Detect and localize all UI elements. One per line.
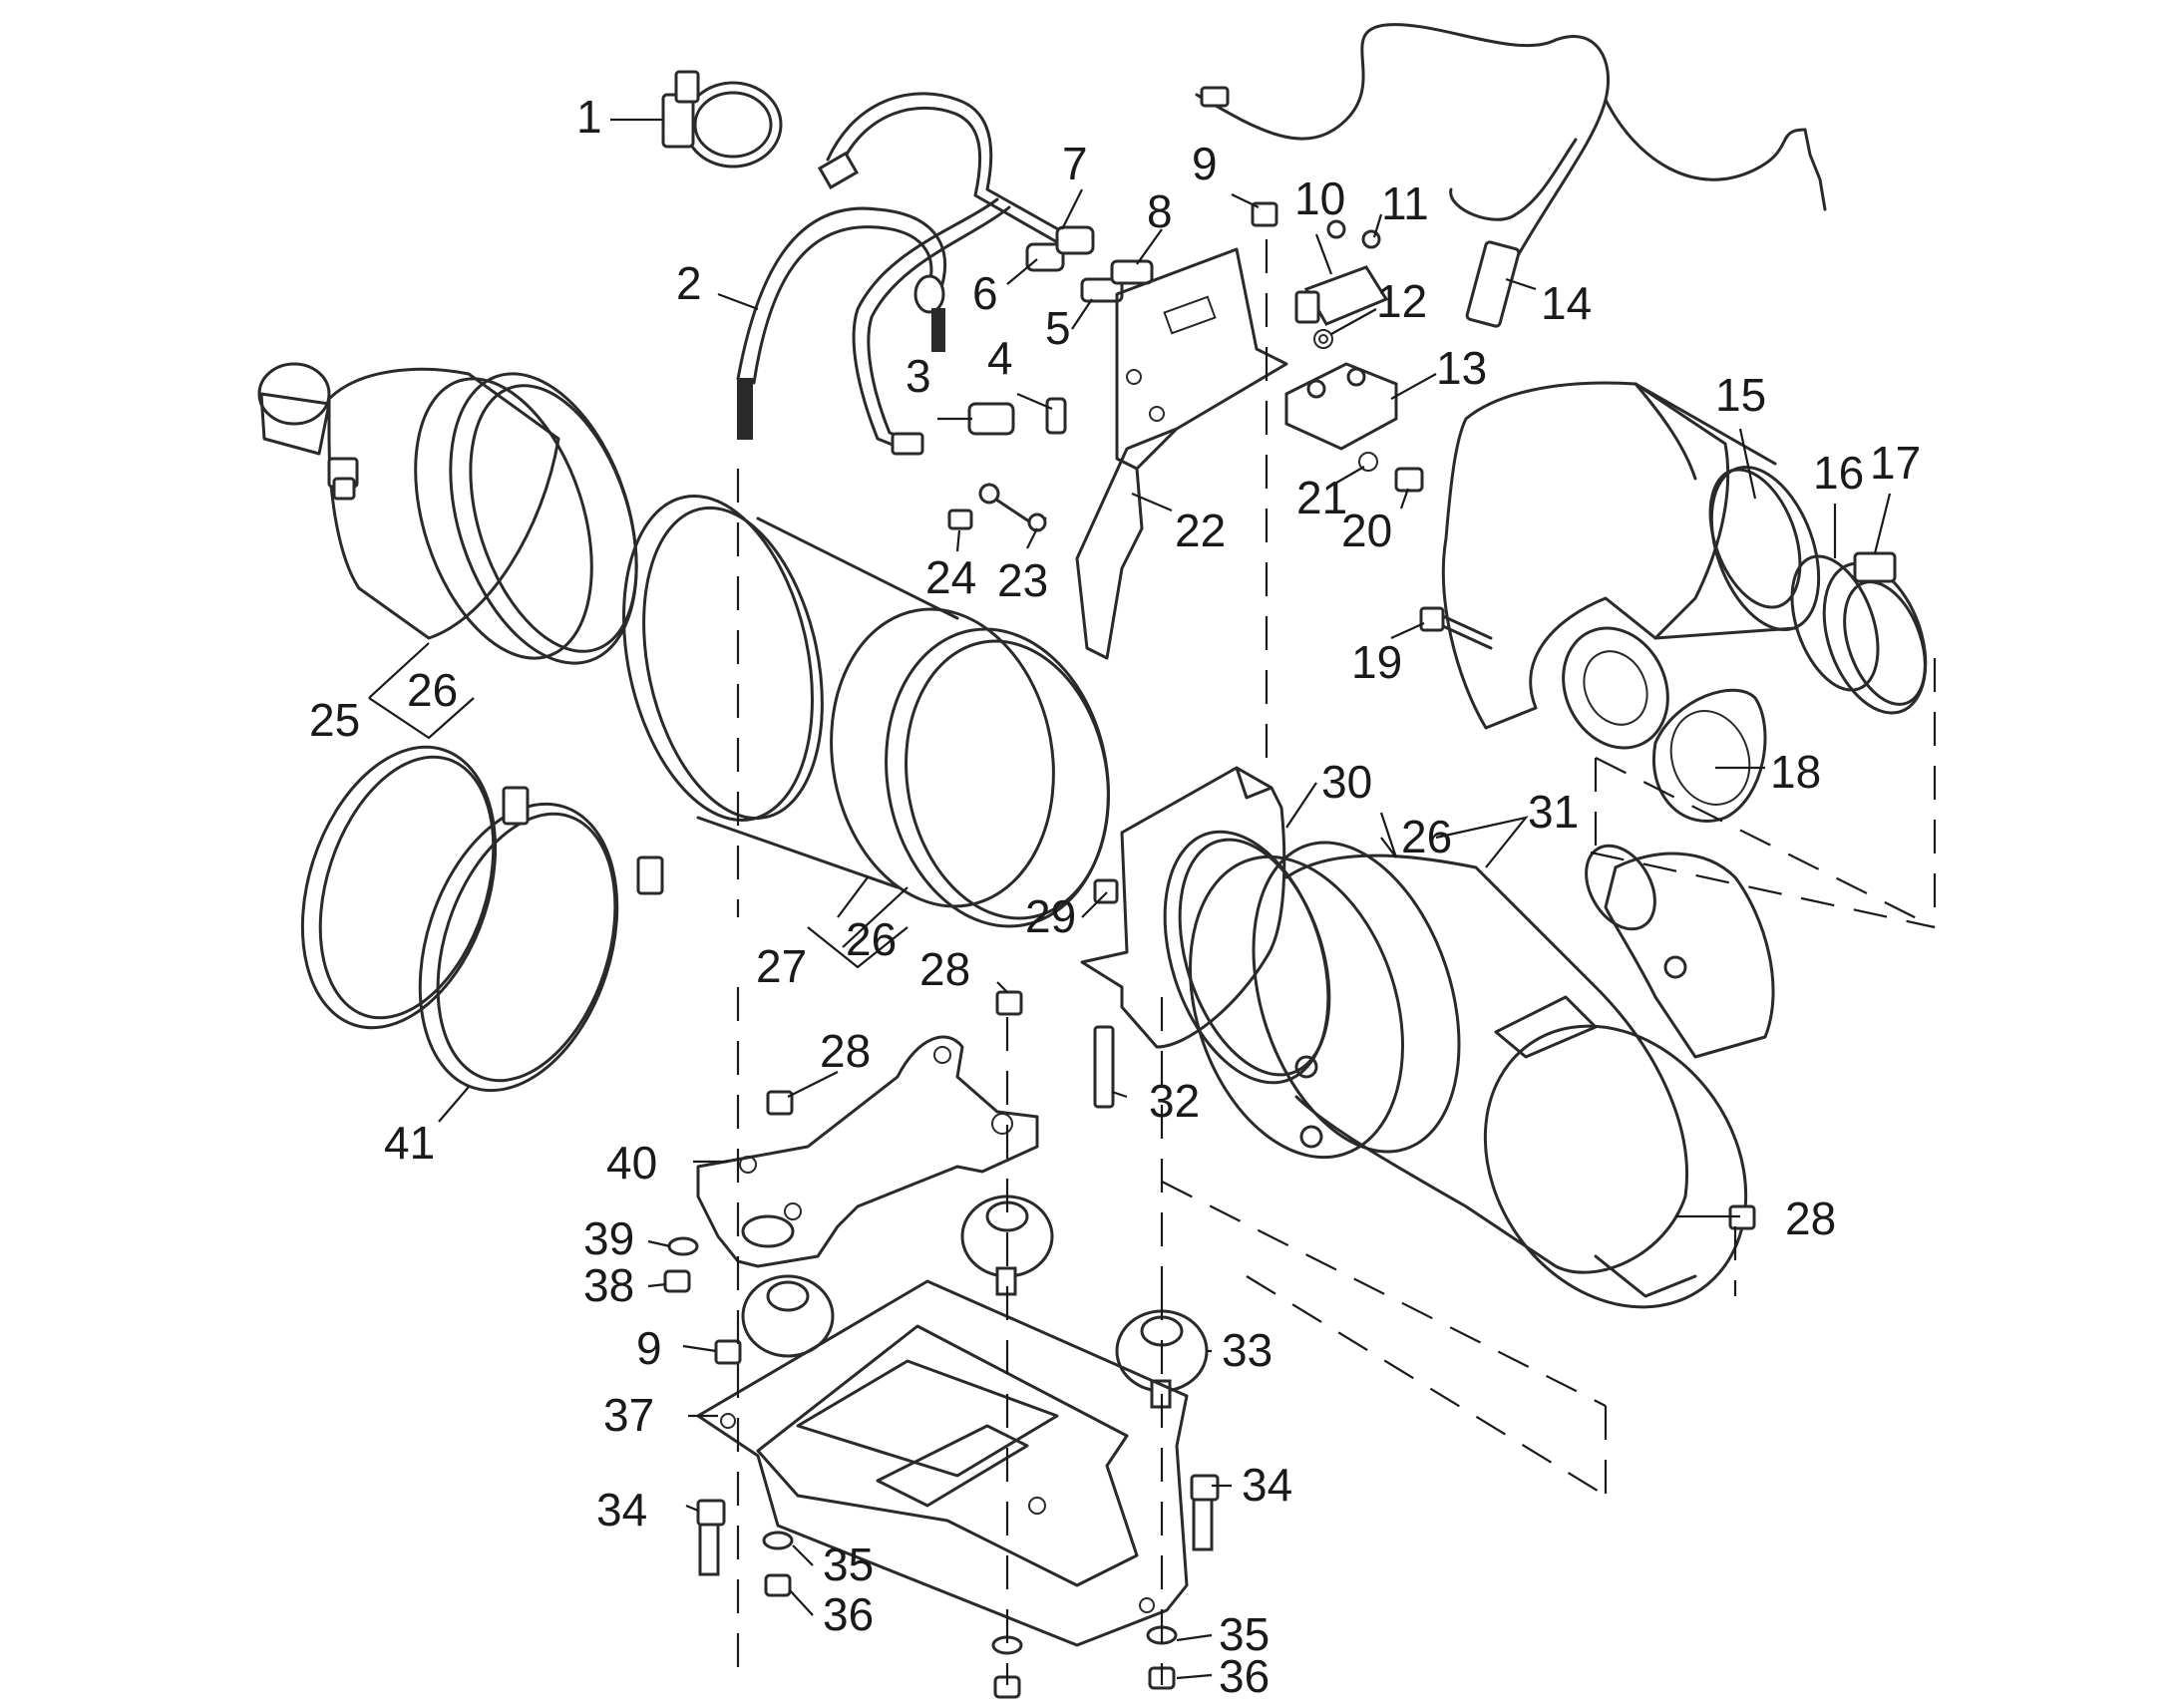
callout-1: 1 [576,91,602,143]
callout-2: 2 [676,257,702,309]
callout-28-mid: 28 [820,1025,871,1077]
part-31-muffler [1189,841,1775,1309]
part-14-wire-harness [1195,23,1827,328]
callout-33: 33 [1222,1324,1272,1376]
part-19-bolt [1419,606,1493,650]
callout-27: 27 [756,940,807,992]
callout-15: 15 [1715,369,1766,421]
callout-32: 32 [1149,1075,1200,1127]
part-23-24-sensor-clip [947,483,1047,532]
callout-10: 10 [1294,172,1345,224]
callout-34-right: 34 [1242,1459,1292,1511]
callout-9-upper: 9 [1192,138,1218,189]
callout-34-left: 34 [596,1484,647,1536]
part-27-dpf-canister [622,495,1110,928]
part-9-bolt-upper [1251,201,1278,227]
fasteners-misc [663,990,1756,1699]
callout-8: 8 [1147,185,1173,237]
part-40-mount-bracket [696,1035,1039,1268]
part-pipes-3-to-8 [817,92,1154,456]
callout-18: 18 [1770,746,1821,798]
callout-36-left: 36 [823,1588,874,1640]
callout-38: 38 [583,1259,634,1311]
part-22-bracket [1075,247,1288,660]
part-29-32-bolts [1093,878,1119,1109]
callout-29: 29 [1025,890,1076,942]
callout-14: 14 [1541,277,1592,329]
callout-19: 19 [1351,636,1402,688]
callout-25: 25 [309,694,360,746]
callout-30: 30 [1321,756,1372,808]
assembly-centerlines [736,239,1937,1685]
callout-37: 37 [603,1389,654,1441]
callout-23: 23 [997,554,1048,606]
callout-24: 24 [925,551,976,603]
callout-5: 5 [1045,302,1071,354]
part-10-13-sensor-module [1284,219,1424,493]
callout-20: 20 [1341,505,1392,556]
callout-31: 31 [1528,786,1579,838]
callout-4: 4 [987,332,1013,384]
callout-26-left: 26 [407,664,458,716]
callout-9-lower: 9 [636,1322,662,1374]
callout-26-right: 26 [1401,811,1452,862]
callout-13: 13 [1436,342,1487,394]
callout-28-right: 28 [1785,1193,1836,1244]
callout-40: 40 [606,1137,657,1189]
callout-35-left: 35 [823,1538,874,1590]
callout-22: 22 [1175,505,1226,556]
callout-39: 39 [583,1212,634,1264]
part-16-17-vband-clamp [1790,551,1928,715]
part-1-clamp [661,70,783,169]
part-2-ground-strap [736,206,946,440]
callout-11: 11 [1381,177,1429,229]
callout-41: 41 [384,1117,435,1169]
callout-17: 17 [1870,437,1921,489]
callout-12: 12 [1376,275,1427,327]
callout-36-right: 36 [1219,1650,1270,1702]
part-25-inlet-cone [257,362,638,665]
callout-35-right: 35 [1219,1608,1270,1660]
part-26-seal-ring-middle [1163,830,1331,1085]
part-41-band-clamps [300,745,664,1093]
part-37-base-plate [696,1279,1189,1647]
callout-16: 16 [1813,447,1864,499]
callout-7: 7 [1062,138,1088,189]
callout-3: 3 [906,350,931,402]
part-15-inlet-elbow [1441,381,1821,750]
callout-numbers: 1 2 3 4 5 6 7 8 9 9 10 11 12 13 14 15 16… [309,91,1921,1702]
callout-leader-lines [368,118,1892,1680]
callout-26-center: 26 [846,913,897,965]
callout-28-top: 28 [919,943,970,995]
part-30-heat-shield [1080,766,1286,1049]
part-18-gasket [1652,688,1767,823]
callout-6: 6 [972,267,998,319]
callout-21: 21 [1296,472,1347,523]
